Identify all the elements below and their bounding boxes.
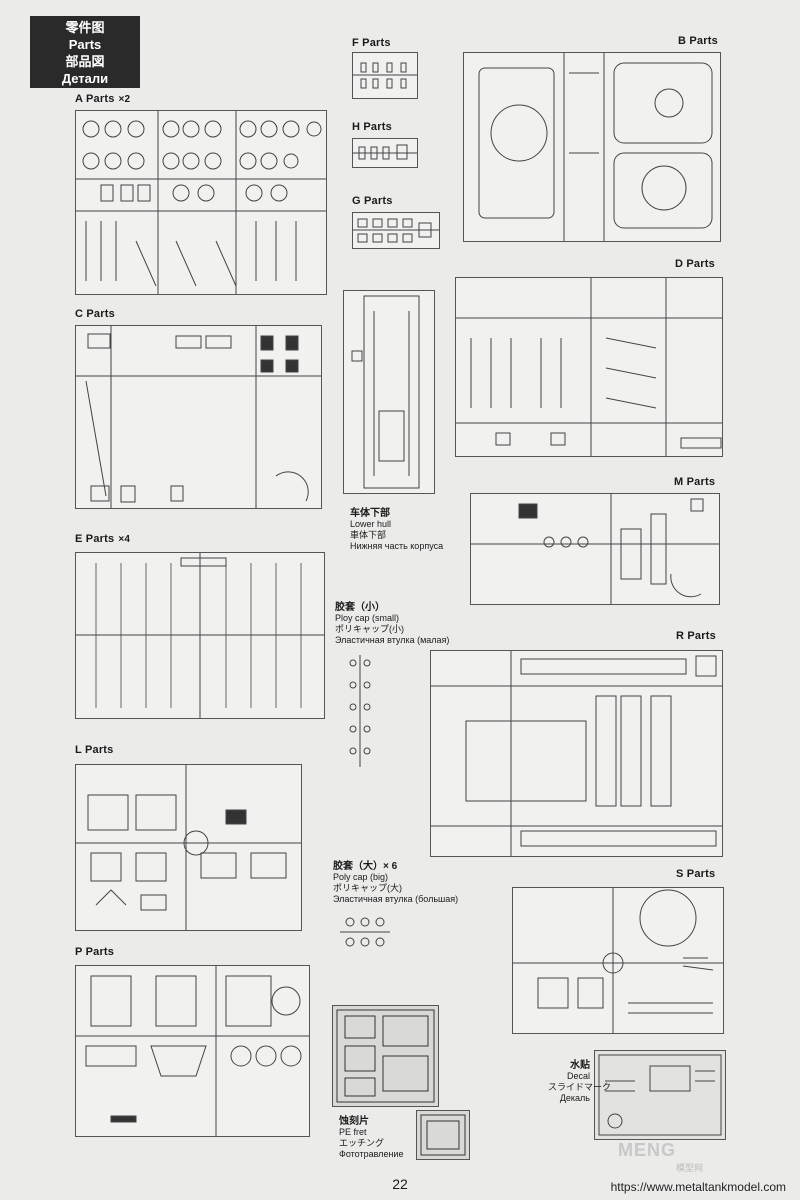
sprue-h-drawing — [353, 144, 417, 160]
decal-sheet-drawing — [598, 1054, 722, 1136]
sprue-a-drawing — [76, 111, 326, 294]
sprue-e-drawing — [76, 553, 324, 718]
sprue-l — [75, 764, 302, 931]
sprue-p — [75, 965, 310, 1137]
sprue-l-drawing — [76, 765, 301, 930]
lower-hull — [343, 290, 435, 494]
sprue-m — [470, 493, 720, 605]
pe-fret-small-drawing — [420, 1114, 466, 1156]
sprue-b — [463, 52, 721, 242]
sprue-r-drawing — [431, 651, 722, 856]
sprue-g-drawing — [353, 218, 439, 243]
parts-header: 零件图 Parts 部品図 Детали — [30, 16, 140, 88]
caption-poly-big: 胶套（大）× 6 Poly cap (big) ポリキャップ(大) Эласти… — [333, 861, 459, 904]
sprue-m-drawing — [471, 494, 719, 604]
label-h-parts: H Parts — [352, 121, 392, 133]
sprue-d-drawing — [456, 278, 722, 456]
sprue-p-drawing — [76, 966, 309, 1136]
pe-fret — [332, 1005, 439, 1107]
label-e-parts: E Parts×4 — [75, 533, 131, 545]
header-ru: Детали — [61, 71, 109, 86]
label-d-parts: D Parts — [675, 258, 715, 270]
decal-sheet — [594, 1050, 726, 1140]
sprue-h — [352, 138, 418, 168]
sprue-s-drawing — [513, 888, 723, 1033]
watermark: MENG — [618, 1140, 676, 1160]
caption-poly-small: 胶套（小） Ploy cap (small) ポリキャップ(小) Эластич… — [335, 602, 450, 645]
label-r-parts: R Parts — [676, 630, 716, 642]
label-m-parts: M Parts — [674, 476, 716, 488]
lower-hull-drawing — [351, 295, 420, 489]
sprue-g — [352, 212, 440, 249]
sprue-f-drawing — [353, 62, 417, 89]
page-number: 22 — [392, 1176, 408, 1192]
sprue-d — [455, 277, 723, 457]
source-url: https://www.metaltankmodel.com — [610, 1180, 786, 1194]
header-zh: 零件图 — [65, 20, 105, 35]
sprue-e — [75, 552, 325, 719]
label-g-parts: G Parts — [352, 195, 393, 207]
watermark-sub: 模型网 — [676, 1163, 704, 1173]
label-s-parts: S Parts — [676, 868, 716, 880]
sprue-a — [75, 110, 327, 295]
header-en: Parts — [68, 37, 102, 52]
poly-cap-big-drawing — [340, 912, 390, 952]
sprue-f — [352, 52, 418, 99]
sprue-b-drawing — [478, 53, 713, 241]
label-b-parts: B Parts — [678, 35, 718, 47]
caption-decal: 水贴 Decal スライドマーク Декаль — [548, 1060, 612, 1103]
caption-lower-hull: 车体下部 Lower hull 車体下部 Нижняя часть корпус… — [350, 508, 444, 551]
label-a-parts: A Parts×2 — [75, 93, 131, 105]
label-p-parts: P Parts — [75, 946, 115, 958]
poly-cap-small-drawing — [345, 655, 375, 767]
sprue-c — [75, 325, 322, 509]
pe-fret-drawing — [336, 1009, 435, 1103]
sprue-r — [430, 650, 723, 857]
label-c-parts: C Parts — [75, 308, 115, 320]
pe-fret-small — [416, 1110, 470, 1160]
label-f-parts: F Parts — [352, 37, 391, 49]
sprue-s — [512, 887, 724, 1034]
label-l-parts: L Parts — [75, 744, 114, 756]
caption-pe-fret: 蚀刻片 PE fret エッチング Фототравление — [339, 1116, 404, 1159]
header-ja: 部品図 — [65, 54, 105, 69]
sprue-c-drawing — [76, 326, 321, 508]
